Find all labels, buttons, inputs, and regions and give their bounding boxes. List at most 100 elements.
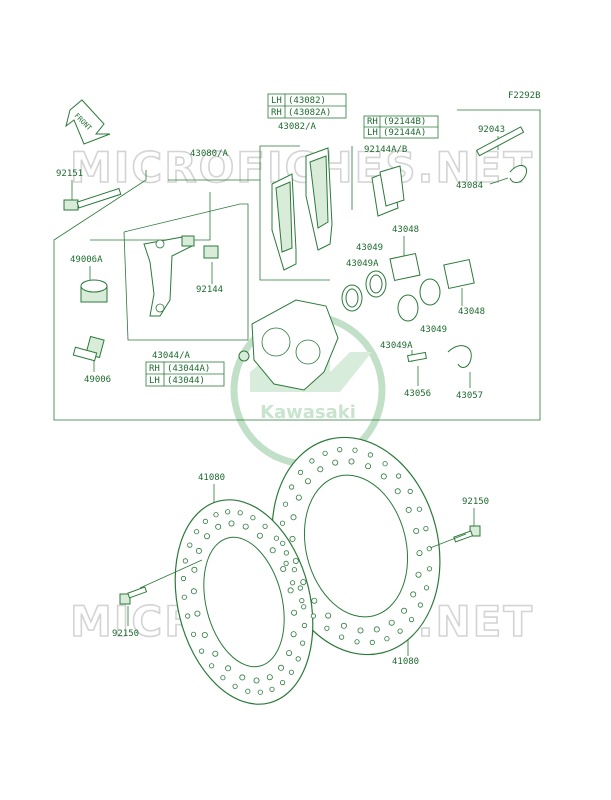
disc-hole — [301, 604, 307, 610]
disc-hole — [287, 587, 294, 594]
disc-hole — [228, 520, 235, 527]
disc-hole — [407, 488, 413, 494]
disc-hole — [413, 528, 420, 535]
disc-hole — [187, 542, 193, 548]
disc-hole — [317, 466, 324, 473]
callout-43044-side-2: LH — [149, 376, 160, 386]
disc-hole — [288, 484, 295, 490]
diagram-code: F2292B — [508, 91, 541, 101]
disc-hole — [237, 510, 243, 516]
disc-hole — [354, 639, 360, 645]
disc-hole — [416, 550, 423, 557]
disc-hole — [291, 609, 298, 616]
disc-hole — [256, 532, 263, 539]
disc-hole — [269, 547, 276, 554]
disc-hole — [239, 674, 246, 681]
disc-hole — [220, 675, 226, 681]
disc-hole — [309, 458, 315, 464]
disc-hole — [279, 520, 286, 526]
disc-hole — [232, 683, 238, 689]
disc-hole — [348, 458, 355, 465]
disc-hole — [290, 631, 297, 638]
disc-hole — [209, 663, 215, 669]
disc-hole — [185, 613, 191, 619]
disc-hole — [288, 669, 294, 675]
disc-hole — [325, 612, 332, 619]
disc-hole — [382, 461, 388, 467]
disc-hole — [280, 540, 286, 546]
disc-hole — [283, 560, 289, 567]
disc-hole — [394, 488, 401, 495]
disc-hole — [242, 523, 249, 530]
callout-43082: LH (43082) RH (43082A) 43082/A — [267, 93, 347, 132]
callout-92144-code-2: (92144A) — [383, 128, 426, 138]
front-arrow-icon: FRONT — [65, 99, 111, 145]
disc-hole — [245, 688, 251, 694]
disc-hole — [289, 580, 296, 586]
disc-hole — [395, 473, 402, 479]
disc-hole — [191, 631, 197, 637]
brake-disc-front — [174, 499, 314, 705]
disc-hole — [401, 607, 408, 614]
disc-hole — [408, 616, 415, 623]
part-43084: 43084 — [456, 181, 483, 191]
disc-hole — [283, 550, 289, 556]
caliper-body — [238, 299, 339, 391]
disc-hole — [426, 546, 432, 552]
disc-hole — [423, 525, 429, 532]
disc-hole — [300, 579, 307, 586]
disc-hole — [299, 597, 305, 604]
part-92043: 92043 — [478, 125, 505, 135]
part-92150-right: 92150 — [462, 497, 489, 507]
disc-hole — [322, 450, 328, 456]
disc-hole — [195, 547, 202, 554]
part-49006: 49006 — [84, 375, 111, 385]
disc-hole — [194, 610, 201, 617]
disc-hole — [357, 627, 364, 634]
part-41080-bottom: 41080 — [392, 657, 419, 667]
callout-43044-side-1: RH — [149, 364, 160, 374]
disc-hole — [201, 632, 208, 639]
disc-bolt-left — [119, 533, 467, 605]
part-43056: 43056 — [404, 389, 431, 399]
disc-hole — [199, 648, 205, 654]
disc-hole — [332, 459, 339, 466]
part-43044: 43044/A — [152, 351, 191, 361]
disc-hole — [190, 588, 197, 595]
disc-hole — [289, 535, 296, 542]
disc-hole — [397, 628, 403, 634]
callout-43082-code-1: (43082) — [288, 96, 326, 106]
disc-hole — [423, 585, 430, 591]
disc-hole — [277, 664, 284, 671]
disc-bolt-right — [453, 525, 481, 543]
disc-hole — [180, 575, 187, 582]
disc-hole — [416, 506, 422, 512]
disc-hole — [225, 509, 231, 515]
disc-hole — [286, 650, 293, 657]
callout-43044-code-1: (43044A) — [167, 364, 210, 374]
disc-hole — [280, 566, 287, 573]
kawasaki-logo-text: Kawasaki — [260, 402, 356, 423]
boot-49006a — [80, 279, 108, 303]
disc-hole — [269, 686, 275, 692]
disc-hole — [405, 506, 412, 513]
disc-hole — [290, 514, 297, 521]
disc-hole — [415, 571, 422, 578]
bolt-92151 — [63, 187, 122, 211]
part-43049-lower: 43049 — [420, 325, 447, 335]
disc-hole — [182, 558, 188, 564]
disc-hole — [310, 613, 316, 619]
disc-hole — [384, 636, 390, 642]
brake-pads — [271, 147, 333, 271]
disc-hole — [291, 567, 297, 573]
part-43082: 43082/A — [278, 122, 317, 132]
part-43049a: 43049A — [346, 259, 379, 269]
disc-hole — [202, 518, 208, 525]
disc-hole — [340, 622, 347, 629]
caliper-bracket — [143, 235, 195, 317]
part-92144: 92144 — [196, 285, 223, 295]
disc-hole — [181, 594, 187, 600]
disc-hole — [194, 529, 200, 535]
disc-hole — [297, 585, 303, 591]
